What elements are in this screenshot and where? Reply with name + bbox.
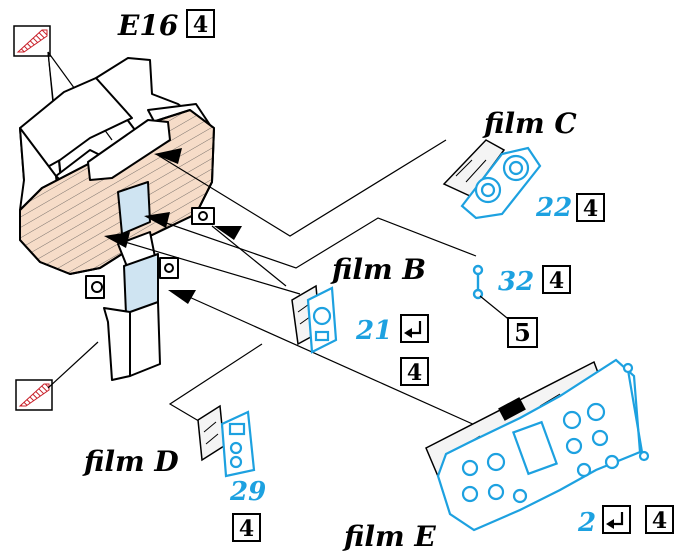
- clip-part: [472, 264, 484, 300]
- fold-arrow-icon: [602, 505, 631, 534]
- svg-text:4: 4: [583, 196, 598, 222]
- part-code: E16: [117, 9, 178, 42]
- step-box-clip: 4: [542, 265, 571, 294]
- film-c-sheet: [442, 139, 506, 197]
- assembly-leader-lines: [117, 139, 487, 431]
- svg-text:5: 5: [514, 318, 531, 347]
- instrument-panel-body: [19, 57, 215, 381]
- svg-text:4: 4: [549, 268, 564, 294]
- svg-text:4: 4: [652, 508, 667, 534]
- film-b-label: film B: [330, 253, 426, 286]
- film-d-gauge-plate: [220, 410, 256, 478]
- film-c-gauge-plate: [460, 146, 542, 220]
- film-e-gauge-plate: [436, 358, 650, 532]
- assembly-arrowheads: [104, 148, 242, 304]
- film-d-sheet: [197, 404, 225, 462]
- clip-sub-leader: [479, 295, 513, 323]
- step-box-clip-sub: 5: [507, 317, 538, 348]
- fold-arrow-icon: [400, 314, 429, 343]
- step-box-d: 4: [232, 513, 261, 542]
- red-hatched-decal-icon: [13, 25, 51, 57]
- step-box-e: 4: [645, 505, 674, 534]
- film-c-part-number: 22: [535, 193, 572, 223]
- film-e-part-number: 2: [577, 508, 596, 538]
- film-d-label: film D: [82, 445, 179, 478]
- svg-text:4: 4: [407, 360, 422, 386]
- film-c-label: film C: [482, 107, 577, 140]
- film-e-label: film E: [342, 520, 436, 553]
- film-b-gauge-plate: [306, 286, 338, 354]
- step-box-title: 4: [186, 9, 215, 38]
- svg-text:4: 4: [193, 12, 208, 38]
- step-box-b: 4: [400, 357, 429, 386]
- clip-part-number: 32: [498, 267, 534, 297]
- red-hatched-decal-icon: [15, 379, 53, 411]
- film-d-part-number: 29: [229, 477, 266, 507]
- svg-text:4: 4: [239, 516, 254, 542]
- film-b-part-number: 21: [355, 316, 392, 346]
- step-box-c: 4: [576, 193, 605, 222]
